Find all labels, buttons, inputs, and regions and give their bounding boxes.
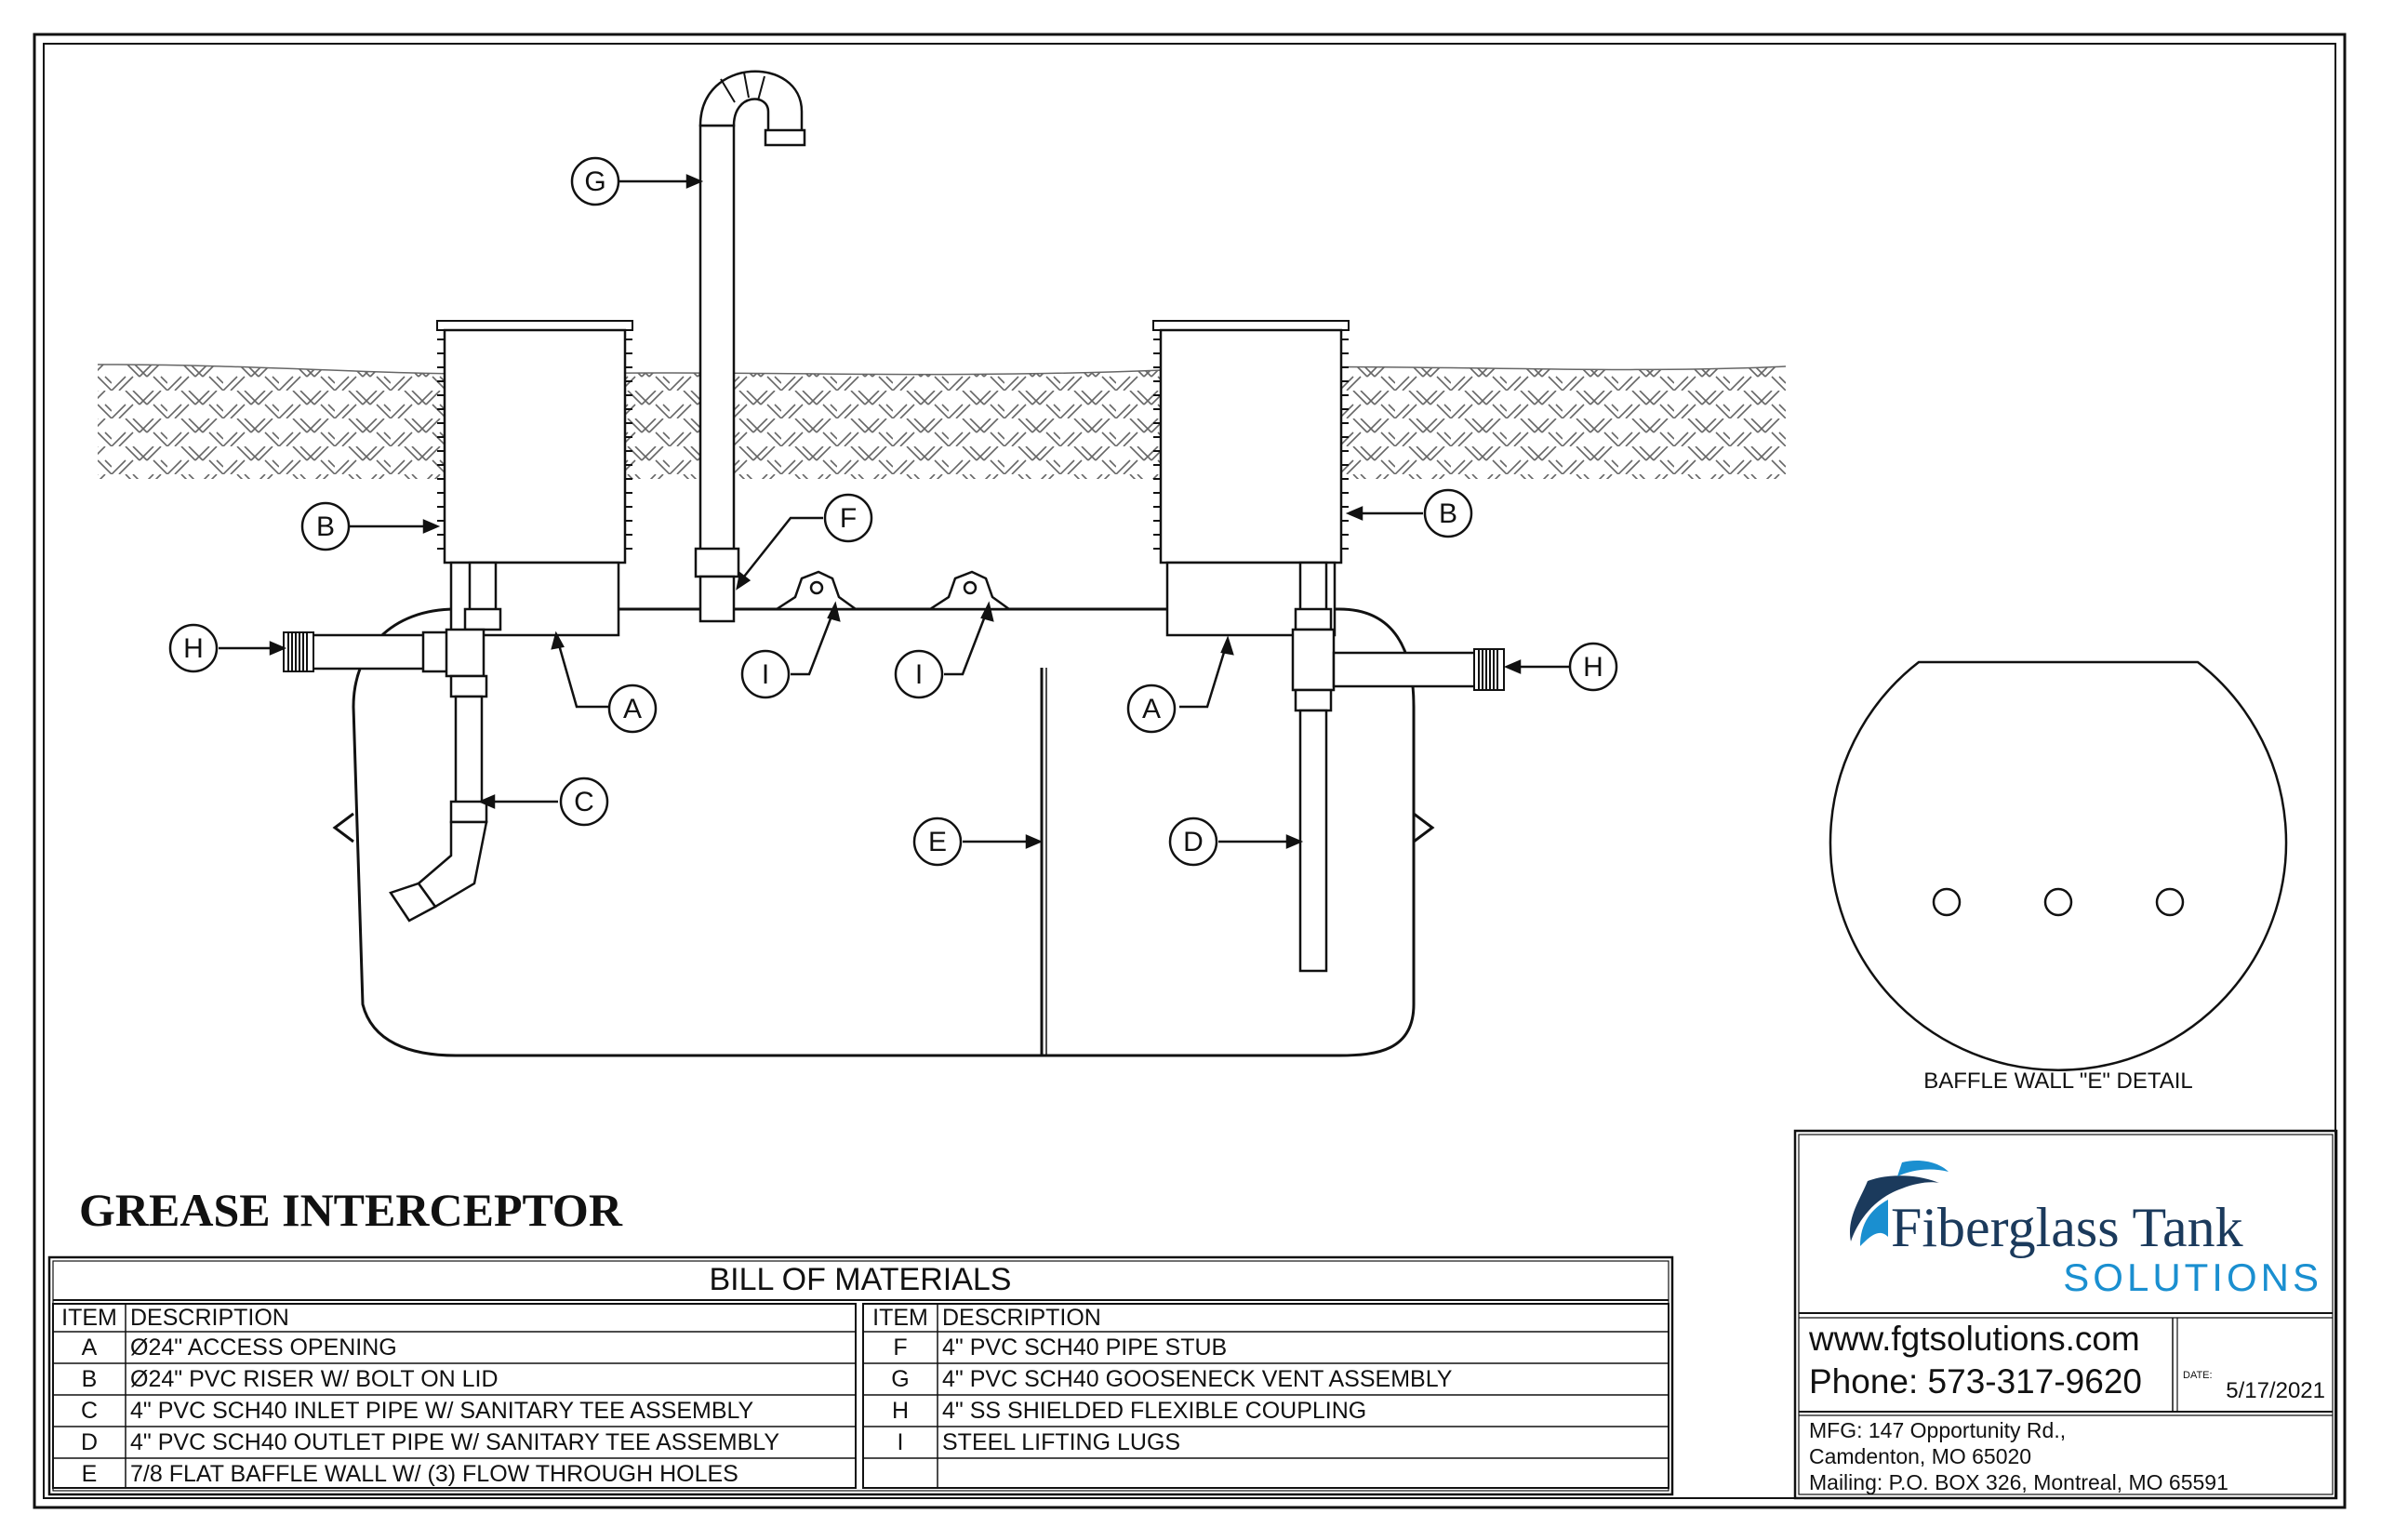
address-line-1: MFG: 147 Opportunity Rd.,	[1809, 1418, 2066, 1442]
bill-of-materials: BILL OF MATERIALS ITEM DESCRIPTION	[47, 1255, 1674, 1496]
website: www.fgtsolutions.com	[1808, 1320, 2140, 1358]
svg-text:A: A	[1142, 694, 1161, 724]
right-coupling	[1473, 648, 1505, 691]
bom-item-code: G	[891, 1366, 909, 1392]
svg-text:A: A	[623, 694, 642, 724]
svg-text:C: C	[574, 787, 594, 817]
callout-B-right: B	[1423, 488, 1473, 538]
svg-text:G: G	[584, 166, 605, 197]
svg-text:H: H	[183, 633, 204, 664]
baffle-wall	[1040, 668, 1047, 1055]
soil-hatch	[97, 364, 1787, 479]
svg-text:B: B	[316, 511, 335, 542]
bom-item-description: 4" SS SHIELDED FLEXIBLE COUPLING	[942, 1398, 1366, 1424]
baffle-wall-detail: BAFFLE WALL "E" DETAIL	[1829, 660, 2288, 1094]
bom-item-description: STEEL LIFTING LUGS	[942, 1429, 1180, 1455]
date-label: DATE:	[2183, 1370, 2213, 1381]
right-riser	[1152, 320, 1350, 637]
bom-item-description: 4" PVC SCH40 GOOSENECK VENT ASSEMBLY	[942, 1366, 1453, 1392]
flow-hole	[2043, 887, 2073, 917]
bom-item-code: I	[898, 1429, 904, 1455]
svg-text:D: D	[1183, 827, 1204, 857]
title-block: Fiberglass Tank SOLUTIONS www.fgtsolutio…	[1793, 1129, 2338, 1500]
callout-H-left: H	[168, 623, 219, 673]
bom-title: BILL OF MATERIALS	[710, 1262, 1012, 1297]
callout-H-right: H	[1568, 642, 1618, 692]
svg-text:DESCRIPTION: DESCRIPTION	[130, 1305, 289, 1331]
inner-border	[43, 43, 2336, 1499]
svg-text:DESCRIPTION: DESCRIPTION	[942, 1305, 1101, 1331]
callout-I-right: I	[894, 649, 944, 699]
callout-E: E	[912, 816, 963, 867]
svg-text:I: I	[915, 659, 923, 690]
callout-F: F	[823, 493, 873, 543]
flow-hole	[2155, 887, 2185, 917]
address-line-2: Camdenton, MO 65020	[1809, 1444, 2031, 1468]
address-line-3: Mailing: P.O. BOX 326, Montreal, MO 6559…	[1809, 1470, 2228, 1494]
logo-main-text: Fiberglass Tank	[1891, 1197, 2243, 1258]
bom-item-code: D	[81, 1429, 98, 1455]
bom-item-description: Ø24" ACCESS OPENING	[130, 1334, 397, 1361]
svg-text:E: E	[928, 827, 947, 857]
svg-text:ITEM: ITEM	[61, 1305, 117, 1331]
inlet-pipe	[291, 561, 502, 923]
callout-B-left: B	[300, 501, 351, 551]
svg-text:H: H	[1583, 652, 1603, 683]
bom-right-table: ITEM DESCRIPTION	[862, 1303, 1669, 1489]
bom-item-code: F	[893, 1334, 907, 1361]
bom-item-code: E	[82, 1461, 98, 1487]
svg-text:I: I	[762, 659, 769, 690]
outlet-pipe	[1291, 561, 1484, 973]
left-riser	[436, 320, 633, 637]
svg-text:ITEM: ITEM	[872, 1305, 928, 1331]
bom-item-code: B	[82, 1366, 98, 1392]
tank-body	[332, 607, 1435, 1057]
phone: Phone: 573-317-9620	[1809, 1362, 2142, 1401]
bom-left-table: ITEM DESCRIPTION	[52, 1303, 857, 1489]
baffle-detail-caption: BAFFLE WALL "E" DETAIL	[1923, 1069, 2193, 1094]
callout-C: C	[559, 777, 609, 827]
drawing-title: GREASE INTERCEPTOR	[79, 1184, 623, 1236]
outer-border	[33, 33, 2347, 1509]
svg-text:F: F	[840, 503, 857, 534]
gooseneck-vent	[694, 70, 806, 623]
svg-text:B: B	[1439, 498, 1457, 529]
flow-hole	[1932, 887, 1962, 917]
leader-lines	[219, 174, 1581, 849]
callout-D: D	[1168, 816, 1218, 867]
callout-A-right: A	[1126, 684, 1177, 734]
bom-item-code: H	[892, 1398, 909, 1424]
company-logo: Fiberglass Tank SOLUTIONS	[1850, 1161, 2322, 1299]
left-coupling	[283, 631, 314, 672]
bom-item-code: C	[81, 1398, 98, 1424]
callout-I-left: I	[740, 649, 791, 699]
callout-A-left: A	[607, 684, 658, 734]
bom-item-description: 4" PVC SCH40 OUTLET PIPE W/ SANITARY TEE…	[130, 1429, 779, 1455]
bom-item-description: 7/8 FLAT BAFFLE WALL W/ (3) FLOW THROUGH…	[130, 1461, 738, 1487]
callout-G: G	[570, 156, 620, 206]
bom-item-description: 4" PVC SCH40 PIPE STUB	[942, 1334, 1227, 1361]
bom-item-description: Ø24" PVC RISER W/ BOLT ON LID	[130, 1366, 499, 1392]
lifting-lugs	[772, 570, 1013, 611]
bom-item-description: 4" PVC SCH40 INLET PIPE W/ SANITARY TEE …	[130, 1398, 754, 1424]
bom-item-code: A	[82, 1334, 98, 1361]
logo-sub-text: SOLUTIONS	[2063, 1255, 2322, 1299]
date-value: 5/17/2021	[2226, 1378, 2325, 1403]
